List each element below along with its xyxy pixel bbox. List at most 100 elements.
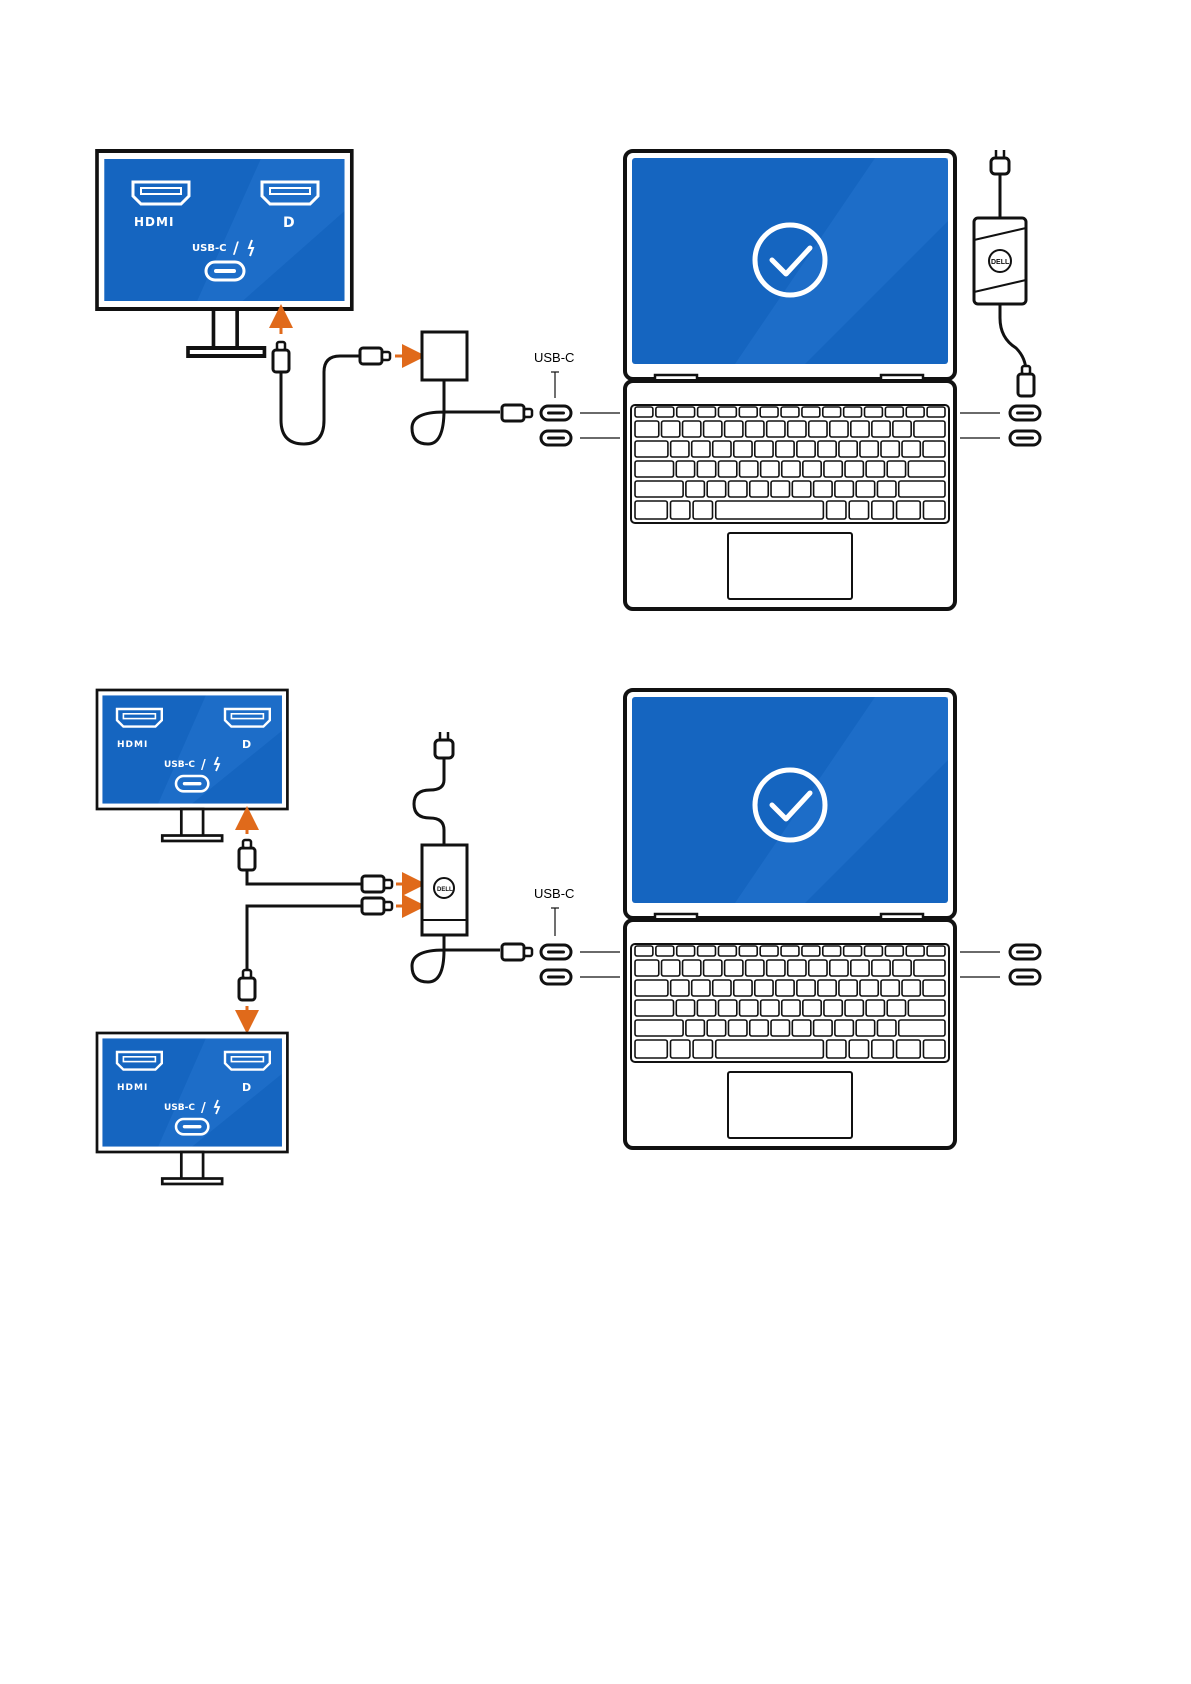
keyboard-key xyxy=(881,441,899,457)
keyboard-key xyxy=(635,461,674,477)
keyboard-key xyxy=(899,1020,945,1036)
keyboard-key xyxy=(776,441,794,457)
keyboard-key xyxy=(718,407,736,417)
keyboard-key xyxy=(716,1040,824,1058)
keyboard-key xyxy=(635,421,659,437)
keyboard-key xyxy=(835,1020,854,1036)
keyboard-key xyxy=(839,441,857,457)
usb-c-plug xyxy=(1018,366,1034,396)
keyboard-key xyxy=(839,980,857,996)
usb-c-plug xyxy=(360,348,390,364)
keyboard-key xyxy=(767,960,785,976)
keyboard-key xyxy=(662,960,680,976)
keyboard-key xyxy=(635,946,653,956)
keyboard-key xyxy=(635,481,683,497)
keyboard-key xyxy=(814,1020,833,1036)
keyboard-key xyxy=(635,407,653,417)
keyboard-key xyxy=(923,501,945,519)
keyboard-key xyxy=(923,1040,945,1058)
keyboard-key xyxy=(662,421,680,437)
keyboard-key xyxy=(866,1000,884,1016)
keyboard-key xyxy=(818,980,836,996)
keyboard-key xyxy=(635,501,667,519)
keyboard-key xyxy=(851,960,869,976)
keyboard-key xyxy=(923,441,945,457)
keyboard-key xyxy=(750,1020,769,1036)
keyboard-key xyxy=(760,946,778,956)
usb-c-plug xyxy=(502,944,532,960)
keyboard-key xyxy=(739,407,757,417)
keyboard-key xyxy=(872,501,894,519)
cable xyxy=(412,380,500,444)
keyboard-key xyxy=(755,441,773,457)
keyboard-key xyxy=(844,407,862,417)
keyboard-key xyxy=(755,980,773,996)
keyboard-key xyxy=(802,407,820,417)
keyboard-key xyxy=(865,407,883,417)
usb-c-plug xyxy=(362,898,392,914)
laptop-usb-c-port-left-1 xyxy=(541,945,571,959)
laptop-bottom xyxy=(625,690,955,1148)
keyboard-key xyxy=(728,481,747,497)
keyboard-key xyxy=(906,946,924,956)
keyboard-key xyxy=(860,980,878,996)
keyboard-key xyxy=(761,461,779,477)
cable xyxy=(247,906,362,970)
keyboard-key xyxy=(656,407,674,417)
keyboard-key xyxy=(704,960,722,976)
keyboard-key xyxy=(740,1000,758,1016)
keyboard-key xyxy=(849,1040,868,1058)
keyboard-key xyxy=(734,980,752,996)
keyboard-key xyxy=(760,407,778,417)
keyboard-key xyxy=(881,980,899,996)
keyboard-key xyxy=(707,1020,726,1036)
keyboard-key xyxy=(683,960,701,976)
keyboard-key xyxy=(693,1040,712,1058)
keyboard-key xyxy=(635,980,668,996)
keyboard-key xyxy=(718,461,736,477)
keyboard-key xyxy=(767,421,785,437)
cable xyxy=(247,870,362,884)
keyboard-key xyxy=(823,407,841,417)
keyboard-key xyxy=(830,421,848,437)
keyboard-key xyxy=(671,980,689,996)
hdmi-label: HDMI xyxy=(117,740,148,750)
keyboard-key xyxy=(713,441,731,457)
keyboard-key xyxy=(844,946,862,956)
keyboard-key xyxy=(897,501,921,519)
keyboard-key xyxy=(671,441,689,457)
keyboard-key xyxy=(761,1000,779,1016)
laptop-usb-c-port-right-1 xyxy=(1010,945,1040,959)
usb-c-plug xyxy=(502,405,532,421)
keyboard-key xyxy=(692,441,710,457)
keyboard-key xyxy=(782,1000,800,1016)
keyboard-key xyxy=(677,946,695,956)
keyboard-key xyxy=(746,960,764,976)
laptop-port-label: USB-C xyxy=(534,350,574,365)
keyboard-key xyxy=(856,1020,875,1036)
laptop-usb-c-port-right-1 xyxy=(1010,406,1040,420)
dp-label: D xyxy=(283,215,295,231)
usbc-label: USB-C xyxy=(164,760,195,770)
dp-label: D xyxy=(242,738,251,751)
keyboard-key xyxy=(902,980,920,996)
keyboard-key xyxy=(803,461,821,477)
keyboard-key xyxy=(797,441,815,457)
keyboard-key xyxy=(739,946,757,956)
keyboard-key xyxy=(635,441,668,457)
keyboard-key xyxy=(914,421,945,437)
dell-logo: DELL xyxy=(991,259,1010,266)
keyboard-key xyxy=(885,946,903,956)
keyboard-key xyxy=(635,1040,667,1058)
keyboard-key xyxy=(635,1000,674,1016)
keyboard-key xyxy=(845,461,863,477)
keyboard-key xyxy=(750,481,769,497)
usb-c-plug xyxy=(273,342,289,372)
keyboard-key xyxy=(835,481,854,497)
keyboard-key xyxy=(740,461,758,477)
keyboard-key xyxy=(677,407,695,417)
keyboard-key xyxy=(893,960,911,976)
dp-label: D xyxy=(242,1081,251,1094)
keyboard-key xyxy=(686,1020,705,1036)
keyboard-key xyxy=(809,421,827,437)
